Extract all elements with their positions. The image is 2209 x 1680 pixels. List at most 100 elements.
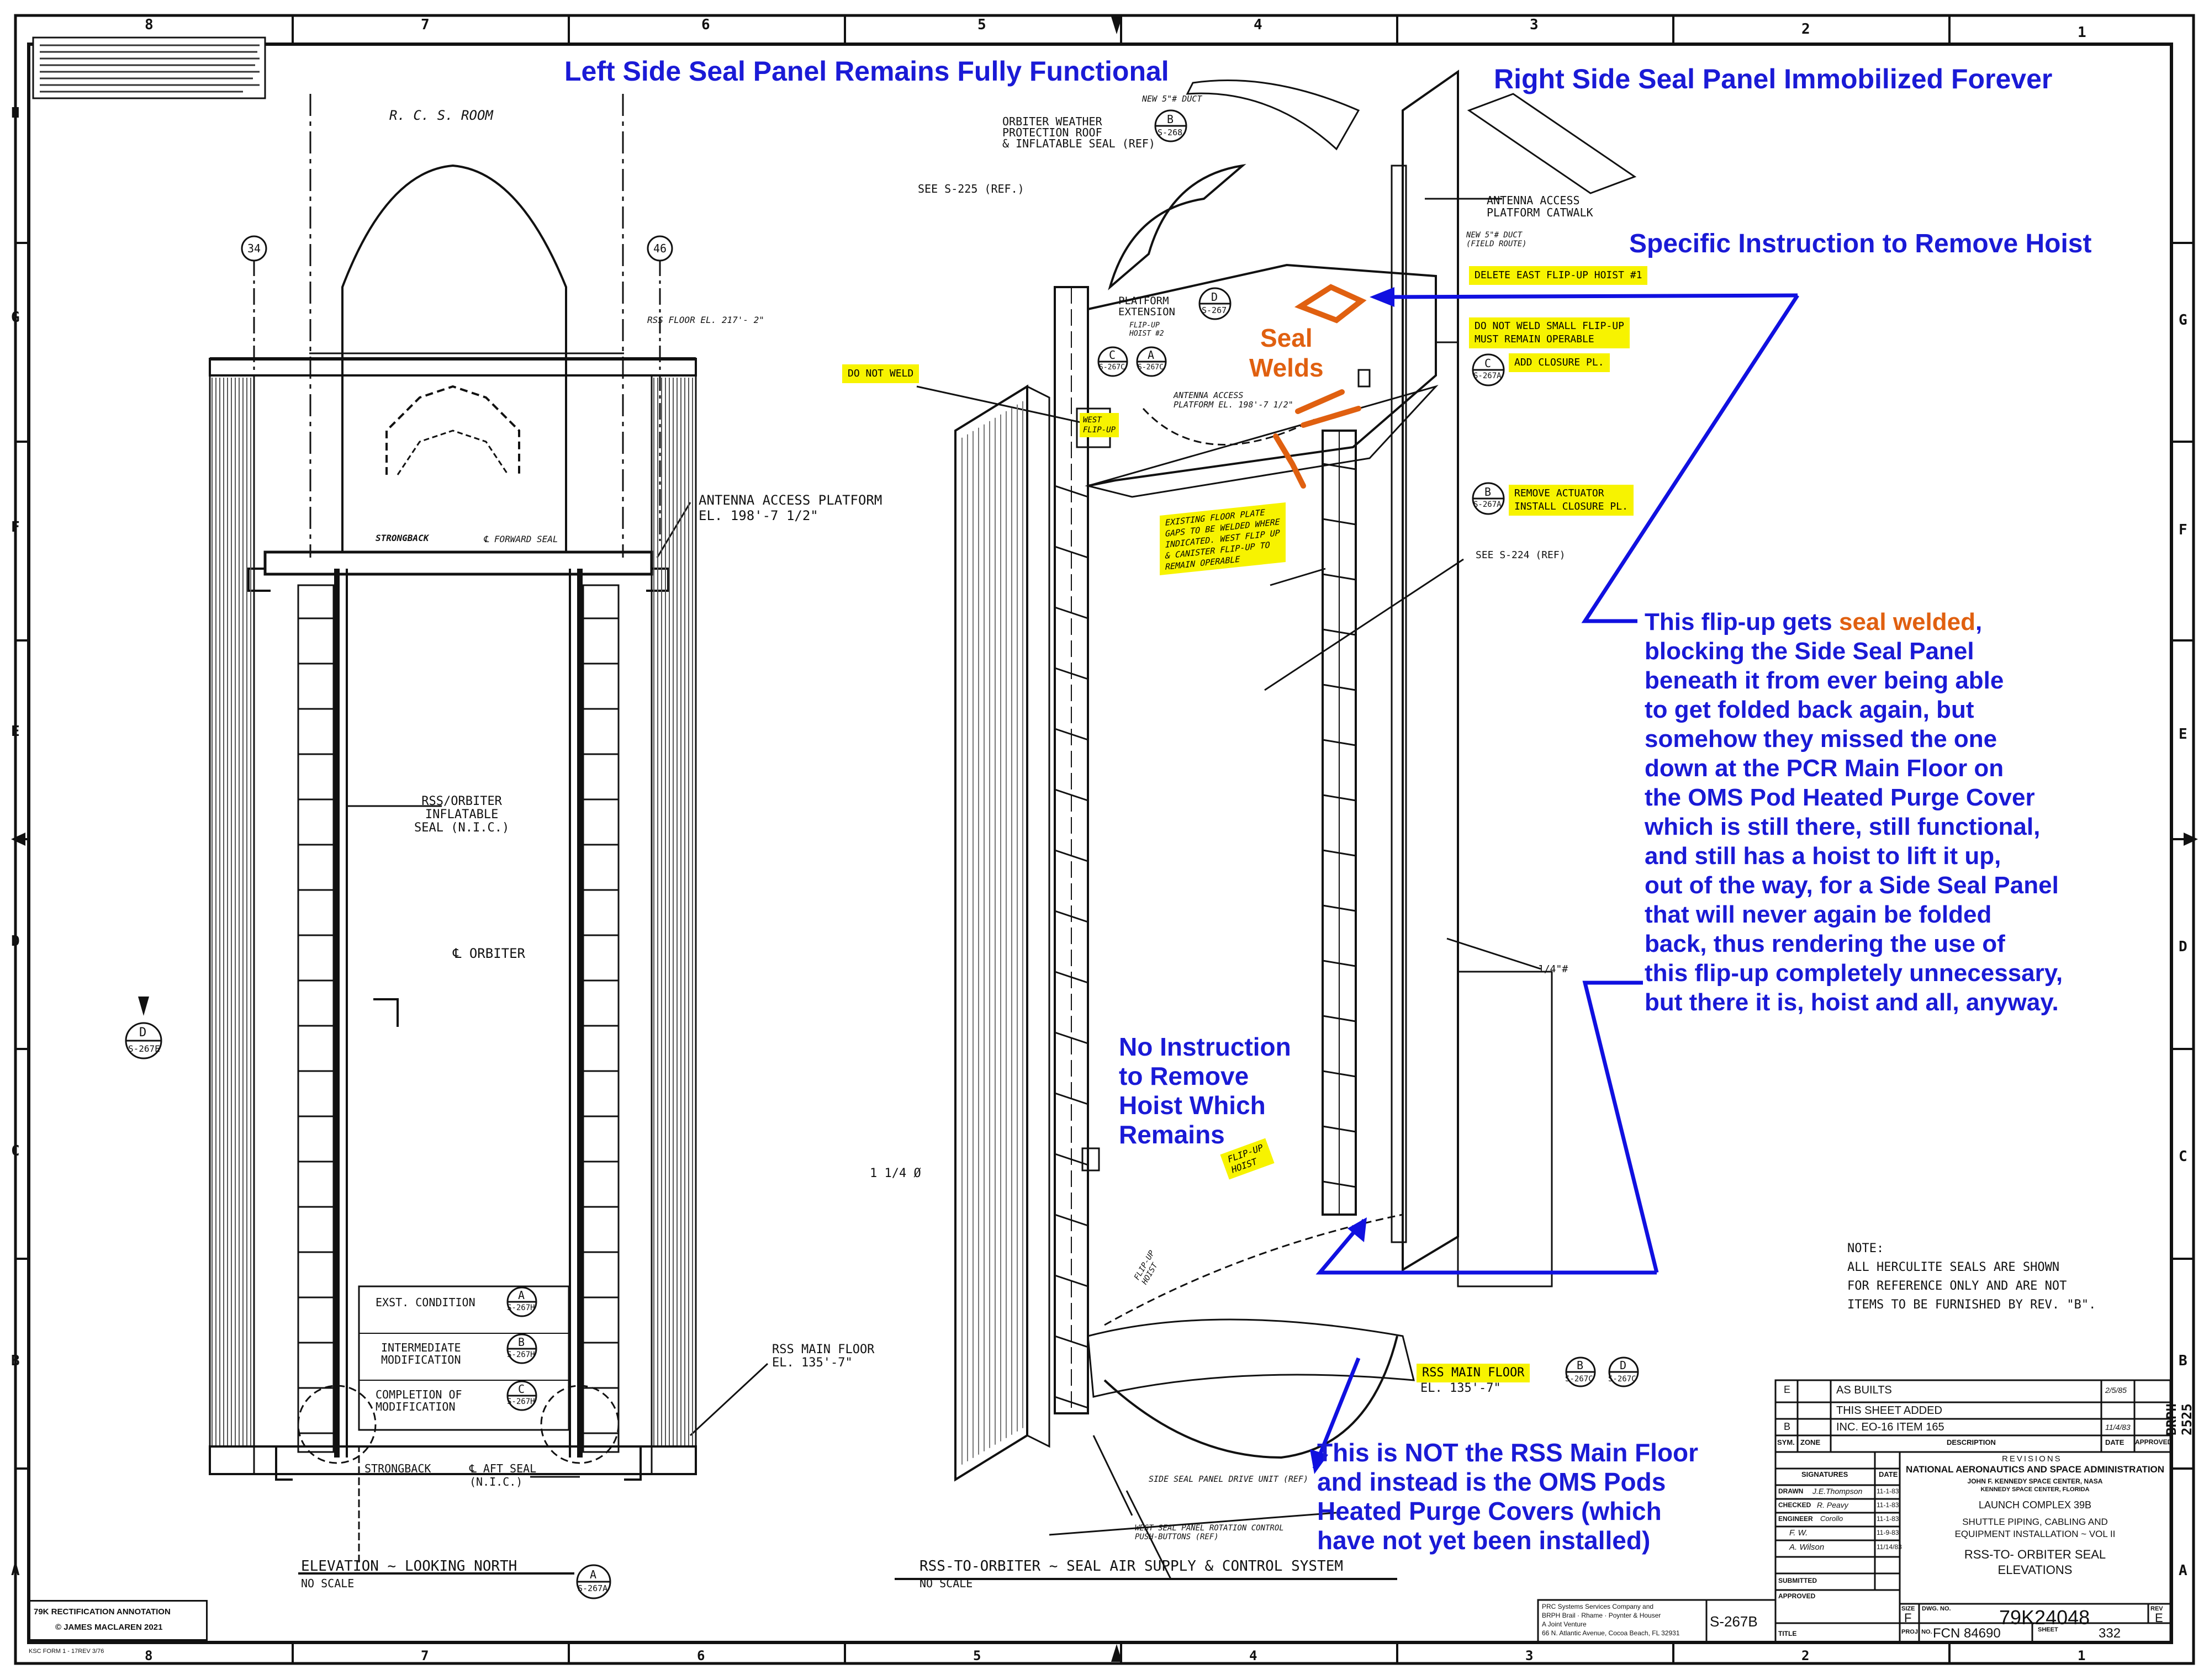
panel-rung — [1054, 1213, 1088, 1227]
col-label: 1 — [2078, 24, 2086, 41]
bubble-top: A — [590, 1568, 597, 1581]
intermediate-mod-label: INTERMEDIATE MODIFICATION — [381, 1342, 461, 1366]
sig-date: 11-1-83 — [1877, 1515, 1899, 1523]
note-line: and instead is the OMS Pods — [1317, 1467, 1666, 1496]
note-text: back, thus rendering the use of — [1645, 930, 2005, 957]
prc-line: BRPH Brail · Rhame · Poynter & Houser — [1542, 1612, 1661, 1619]
note-text: and still has a hoist to lift it up, — [1645, 842, 2001, 870]
orbiter-weather-label: ORBITER WEATHER PROTECTION ROOF & INFLAT… — [1002, 116, 1155, 149]
hl-line: MUST REMAIN OPERABLE — [1475, 333, 1594, 345]
corner-form-id: KSC FORM 1 - 17REV 3/76 — [29, 1648, 104, 1655]
bubble-bottom: S-267C — [1608, 1375, 1636, 1384]
side-seal-drive-label: SIDE SEAL PANEL DRIVE UNIT (REF) — [1149, 1474, 1308, 1484]
panel-rung — [1054, 971, 1088, 984]
note-text: down at the PCR Main Floor on — [1645, 755, 2004, 782]
sig-date-header: DATE — [1879, 1470, 1898, 1478]
quarter-pipe-label: 1/4"# — [1538, 963, 1568, 975]
delete-hoist-highlight: DELETE EAST FLIP-UP HOIST #1 — [1469, 266, 1648, 285]
row-label-right: C — [2179, 1148, 2187, 1165]
bubble-bottom: S-267A — [1473, 500, 1502, 509]
panel-rung — [1054, 728, 1088, 741]
el-135-label: EL. 135'-7" — [1420, 1381, 1501, 1395]
agency-name: NATIONAL AERONAUTICS AND SPACE ADMINISTR… — [1905, 1464, 2165, 1475]
row-label-right: A — [2179, 1562, 2187, 1579]
label-line: RSS/ORBITER — [421, 794, 502, 808]
note-line: the OMS Pod Heated Purge Cover — [1645, 783, 2063, 812]
prc-line: A Joint Venture — [1542, 1620, 1587, 1628]
center-marks — [11, 17, 2198, 1662]
bubble-bottom: S-268 — [1158, 128, 1183, 137]
no-scale-left: NO SCALE — [301, 1577, 355, 1590]
bubble-top: C — [1484, 357, 1492, 370]
panel-rung — [1322, 794, 1356, 802]
sig-name: Corollo — [1820, 1514, 1843, 1523]
isometric-panel-rungs — [961, 401, 1356, 1465]
row-label: C — [11, 1143, 20, 1159]
note-text: this flip-up completely unnecessary, — [1645, 960, 2063, 987]
panel-rung — [1054, 1031, 1088, 1045]
center-name: JOHN F. KENNEDY SPACE CENTER, NASA — [1967, 1477, 2103, 1485]
prc-line: PRC Systems Services Company and — [1542, 1603, 1654, 1610]
system-line: SHUTTLE PIPING, CABLING AND — [1962, 1517, 2108, 1527]
label-line: PLATFORM CATWALK — [1487, 206, 1593, 219]
no-instruction-note: No Instruction to Remove Hoist Which Rem… — [1119, 1032, 1291, 1149]
flipup-explanation-note: This flip-up gets seal welded,blocking t… — [1645, 607, 2063, 1017]
label-line: ANTENNA ACCESS — [1174, 390, 1244, 400]
bubble-bottom: S-267A — [1473, 372, 1502, 380]
panel-rung — [1054, 849, 1088, 862]
label-line: ANTENNA ACCESS PLATFORM — [699, 492, 882, 508]
sig-name: J.E.Thompson — [1812, 1487, 1863, 1496]
antenna-catwalk-label: ANTENNA ACCESS PLATFORM CATWALK — [1487, 194, 1593, 219]
sig-date: 11-1-83 — [1877, 1501, 1899, 1509]
row-label: D — [11, 933, 20, 950]
rss-main-floor-left-label: RSS MAIN FLOOR EL. 135'-7" — [772, 1343, 874, 1370]
bubble-top: C — [1109, 348, 1116, 362]
note-line: ALL HERCULITE SEALS ARE SHOWN — [1847, 1260, 2060, 1274]
rev-sym: B — [1784, 1421, 1791, 1432]
bubble-top: C — [518, 1382, 525, 1396]
bubble-top: B — [1484, 485, 1492, 499]
sheet-code: S-267B — [1710, 1613, 1758, 1630]
rev-value: E — [2155, 1611, 2163, 1625]
note-emphasis: seal welded — [1838, 608, 1975, 635]
add-closure-highlight: ADD CLOSURE PL. — [1509, 353, 1610, 372]
dwg-number: 79K24048 — [1999, 1606, 2090, 1629]
label-line: EL. 198'-7 1/2" — [699, 508, 818, 523]
row-label: F — [11, 519, 20, 536]
note-text: the OMS Pod Heated Purge Cover — [1645, 784, 2035, 811]
see-s224-label: SEE S-224 (REF) — [1476, 549, 1566, 561]
panel-rung — [1054, 788, 1088, 802]
bubble-34: 34 — [247, 242, 261, 255]
bubble-bottom: S-267H — [507, 1303, 535, 1312]
row-label-right: E — [2179, 726, 2187, 743]
bubble-top: B — [1577, 1359, 1584, 1372]
sig-date: 11-9-83 — [1877, 1529, 1899, 1536]
credit-line-2: © JAMES MACLAREN 2021 — [55, 1623, 163, 1632]
note-line: out of the way, for a Side Seal Panel — [1645, 871, 2063, 900]
col-label-bottom: 7 — [421, 1648, 429, 1663]
blue-callout-arrows — [1312, 293, 1799, 1470]
note-line: to get folded back again, but — [1645, 695, 2063, 724]
panel-rung — [1054, 485, 1088, 498]
note-line: but there it is, hoist and all, anyway. — [1645, 988, 2063, 1017]
credit-box: 79K RECTIFICATION ANNOTATION © JAMES MAC… — [29, 1600, 208, 1641]
note-line: Hoist Which — [1119, 1091, 1266, 1120]
panel-rung — [1322, 739, 1356, 746]
col-label: 7 — [421, 17, 430, 33]
do-not-weld-small-highlight: DO NOT WELD SMALL FLIP-UP MUST REMAIN OP… — [1469, 317, 1630, 348]
row-label: A — [11, 1562, 20, 1579]
note-text: that will never again be folded — [1645, 901, 1992, 928]
panel-rung — [1322, 463, 1356, 470]
note-line: Remains — [1119, 1120, 1225, 1149]
label-line: SEAL (N.I.C.) — [414, 821, 510, 835]
label-line: MODIFICATION — [381, 1353, 461, 1366]
bubble-bottom: S-267H — [507, 1350, 535, 1359]
prc-line: 66 N. Atlantic Avenue, Cocoa Beach, FL 3… — [1542, 1629, 1680, 1637]
note-line: down at the PCR Main Floor on — [1645, 754, 2063, 783]
note-text: This flip-up gets — [1645, 608, 1839, 635]
do-not-weld-highlight: DO NOT WELD — [842, 364, 919, 383]
bubble-bottom: S-267C — [1138, 363, 1164, 372]
hl-line: WEST — [1083, 416, 1102, 425]
strongback-label: STRONGBACK — [376, 533, 429, 543]
